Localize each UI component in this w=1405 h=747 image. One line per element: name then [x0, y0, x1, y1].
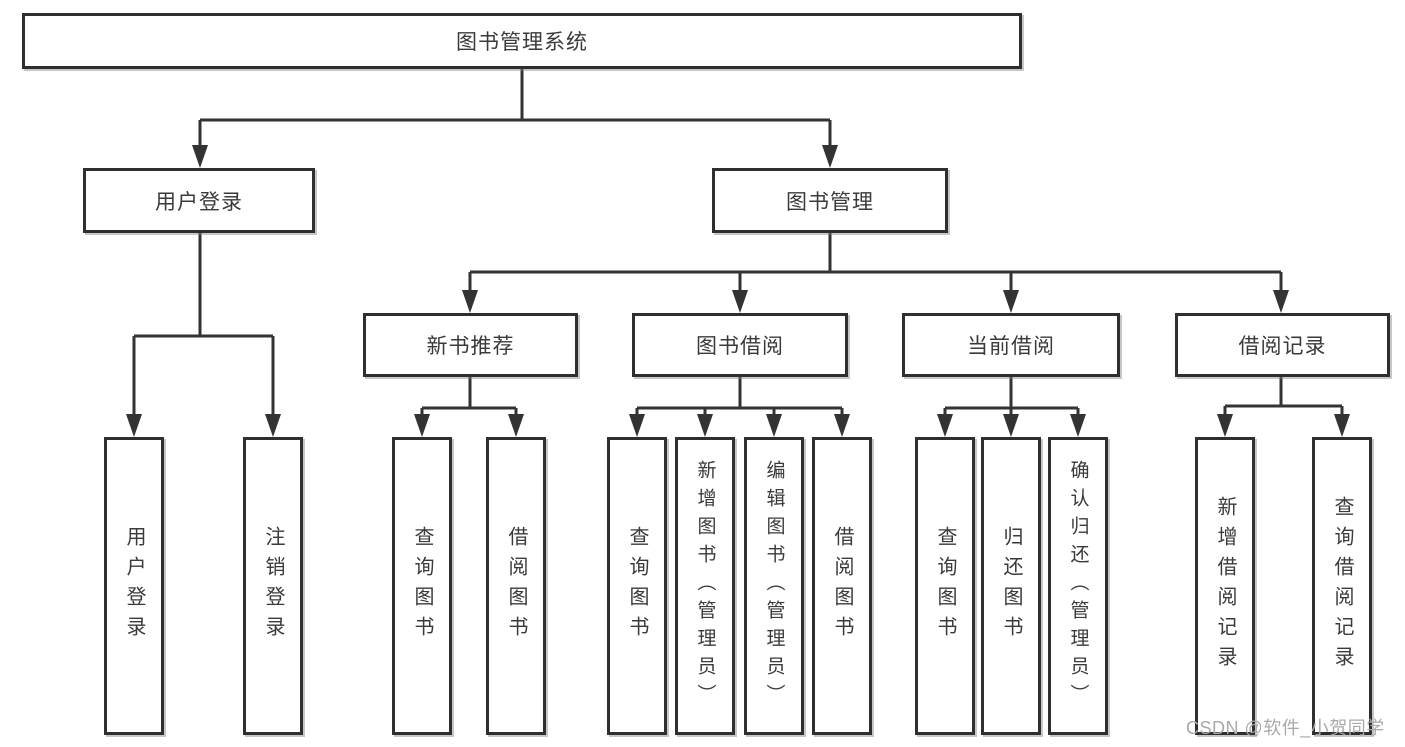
node-user-login: 用户登录 — [83, 168, 315, 233]
node-library-system-label: 图书管理系统 — [456, 31, 588, 54]
leaf-add-borrow-record: 新增借阅记录 — [1195, 437, 1255, 735]
node-current-borrowing-label: 当前借阅 — [967, 335, 1055, 358]
leaf-query-books-current-label: 查询图书 — [934, 526, 956, 646]
leaf-return-books-label: 归还图书 — [1000, 526, 1022, 646]
leaf-user-login-label: 用户登录 — [123, 526, 145, 646]
node-book-management-label: 图书管理 — [786, 190, 874, 214]
leaf-logout: 注销登录 — [243, 437, 303, 735]
node-book-management: 图书管理 — [712, 168, 948, 233]
node-new-book-recommendation-label: 新书推荐 — [426, 335, 515, 358]
leaf-borrow-books-rec: 借阅图书 — [486, 437, 546, 735]
leaf-query-books-current: 查询图书 — [915, 437, 975, 735]
leaf-borrow-books-label: 借阅图书 — [831, 526, 853, 646]
leaf-confirm-return-admin-label: 确认归还（管理员） — [1067, 460, 1089, 712]
leaf-user-login: 用户登录 — [104, 437, 164, 735]
leaf-query-books-rec-label: 查询图书 — [411, 526, 433, 646]
node-borrowing-records-label: 借阅记录 — [1238, 335, 1327, 358]
leaf-query-books-borrow: 查询图书 — [607, 437, 667, 735]
node-borrowing-records: 借阅记录 — [1175, 313, 1390, 377]
leaf-query-books-rec: 查询图书 — [392, 437, 452, 735]
leaf-add-books-admin: 新增图书（管理员） — [675, 437, 735, 735]
node-book-borrowing: 图书借阅 — [632, 313, 848, 377]
leaf-edit-books-admin-label: 编辑图书（管理员） — [763, 460, 785, 712]
leaf-confirm-return-admin: 确认归还（管理员） — [1048, 437, 1108, 735]
leaf-logout-label: 注销登录 — [262, 526, 284, 646]
node-current-borrowing: 当前借阅 — [902, 313, 1120, 377]
node-book-borrowing-label: 图书借阅 — [696, 335, 784, 358]
leaf-add-borrow-record-label: 新增借阅记录 — [1214, 496, 1236, 676]
leaf-borrow-books-rec-label: 借阅图书 — [505, 526, 527, 646]
node-library-system: 图书管理系统 — [22, 13, 1022, 69]
node-new-book-recommendation: 新书推荐 — [363, 313, 578, 377]
leaf-add-books-admin-label: 新增图书（管理员） — [694, 460, 716, 712]
leaf-borrow-books: 借阅图书 — [812, 437, 872, 735]
leaf-edit-books-admin: 编辑图书（管理员） — [744, 437, 804, 735]
csdn-watermark: CSDN @软件_小贺同学 — [1186, 718, 1385, 738]
leaf-query-books-borrow-label: 查询图书 — [626, 526, 648, 646]
leaf-return-books: 归还图书 — [981, 437, 1041, 735]
leaf-query-borrow-record: 查询借阅记录 — [1312, 437, 1372, 735]
node-user-login-label: 用户登录 — [155, 190, 243, 214]
leaf-query-borrow-record-label: 查询借阅记录 — [1331, 496, 1353, 676]
